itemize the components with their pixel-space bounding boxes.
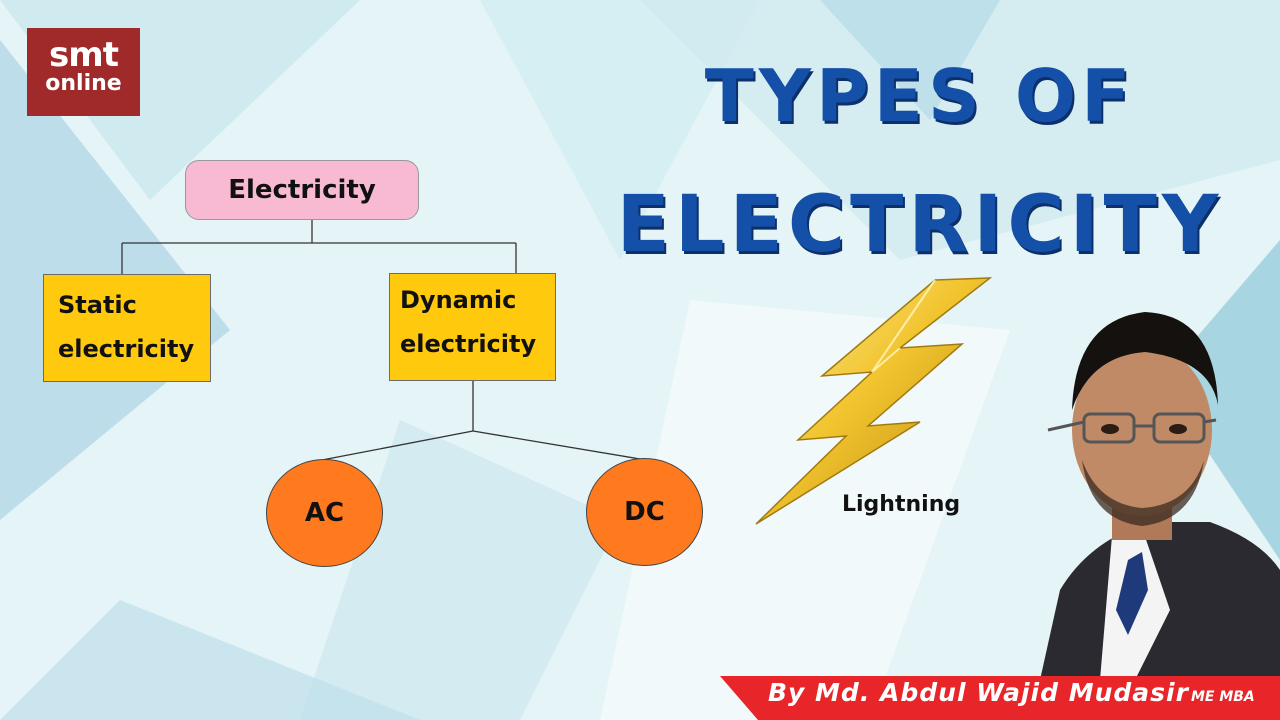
- connector-to-ac: [321, 430, 474, 461]
- connector-to-dc: [472, 430, 641, 460]
- static-electricity-node: Static electricity: [43, 274, 211, 382]
- title-line-2: ELECTRICITY: [616, 180, 1224, 270]
- static-label-line-2: electricity: [58, 335, 195, 363]
- electricity-node: Electricity: [185, 160, 419, 220]
- author-banner: [720, 676, 1280, 720]
- presenter-photo: [1040, 312, 1280, 680]
- static-label-line-1: Static: [58, 291, 137, 319]
- author-byline: By Md. Abdul Wajid Mudasir: [768, 678, 1189, 707]
- logo-text-online: online: [45, 71, 122, 96]
- ac-node: AC: [266, 459, 383, 567]
- logo-text-smt: smt: [49, 35, 119, 75]
- smt-online-logo: smt online: [27, 28, 140, 116]
- dynamic-label-line-2: electricity: [400, 330, 537, 358]
- author-credentials: ME MBA: [1190, 689, 1255, 705]
- dynamic-electricity-node: Dynamic electricity: [389, 273, 556, 381]
- lightning-bolt-icon: [755, 277, 993, 525]
- lightning-caption: Lightning: [842, 492, 961, 517]
- dynamic-label-line-1: Dynamic: [400, 286, 517, 314]
- dc-node: DC: [586, 458, 703, 566]
- title-line-1: TYPES OF: [704, 54, 1136, 138]
